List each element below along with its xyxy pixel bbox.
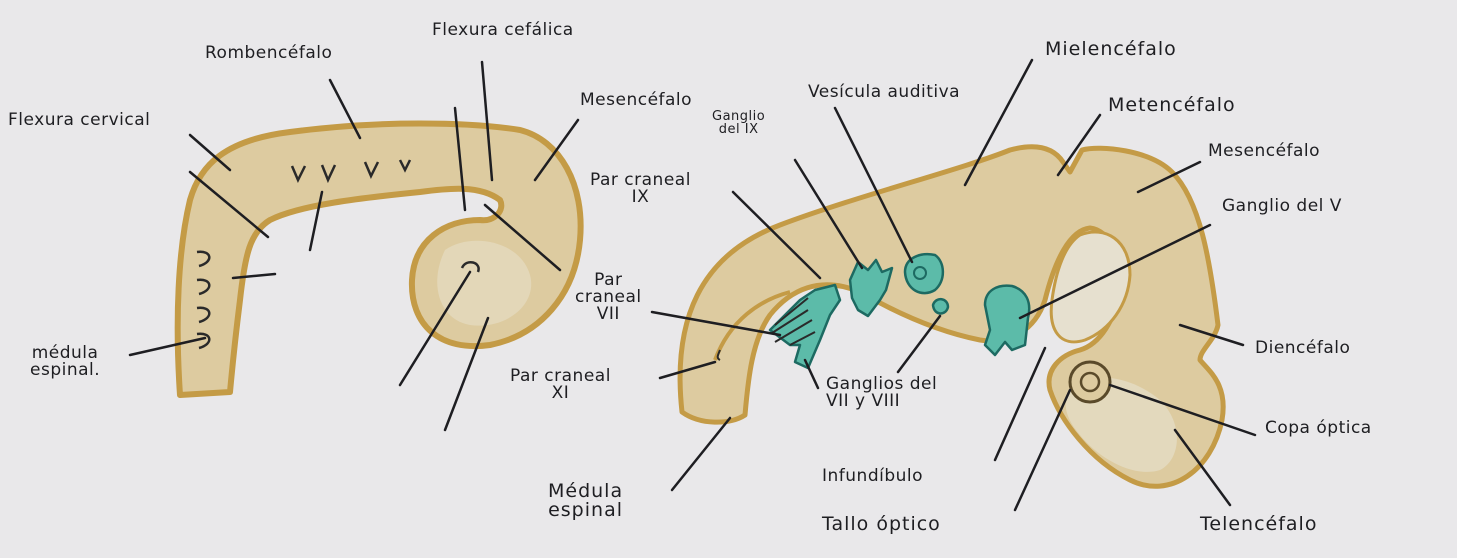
label-medula-right: Médula espinal <box>548 482 623 520</box>
label-infundibulo: Infundíbulo <box>822 468 923 485</box>
label-par-ix: Par craneal IX <box>590 172 691 206</box>
label-mielencefalo: Mielencéfalo <box>1045 40 1177 59</box>
label-ganglios-vii-viii: Ganglios del VII y VIII <box>826 376 937 410</box>
label-vesicula-auditiva: Vesícula auditiva <box>808 84 960 101</box>
label-mesencefalo-right: Mesencéfalo <box>1208 143 1320 160</box>
label-copa-optica: Copa óptica <box>1265 420 1372 437</box>
label-mesencefalo-left: Mesencéfalo <box>580 92 692 109</box>
label-par-xi: Par craneal XI <box>510 368 611 402</box>
label-flexura-cefalica: Flexura cefálica <box>432 22 574 39</box>
ganglion-v <box>985 286 1029 355</box>
label-rombencefalo: Rombencéfalo <box>205 45 332 62</box>
label-metencefalo: Metencéfalo <box>1108 96 1236 115</box>
label-medula-left: médula espinal. <box>30 345 100 379</box>
label-par-vii: Par craneal VII <box>575 272 642 323</box>
label-diencefalo: Diencéfalo <box>1255 340 1350 357</box>
label-tallo-optico: Tallo óptico <box>822 515 941 534</box>
label-flexura-cervical: Flexura cervical <box>8 112 150 129</box>
ganglion-vii-viii-small <box>933 299 948 313</box>
label-telencefalo: Telencéfalo <box>1200 515 1317 534</box>
label-ganglio-ix: Ganglio del IX <box>712 110 765 136</box>
label-ganglio-v: Ganglio del V <box>1222 198 1342 215</box>
copa-optica-shape <box>1070 362 1110 402</box>
